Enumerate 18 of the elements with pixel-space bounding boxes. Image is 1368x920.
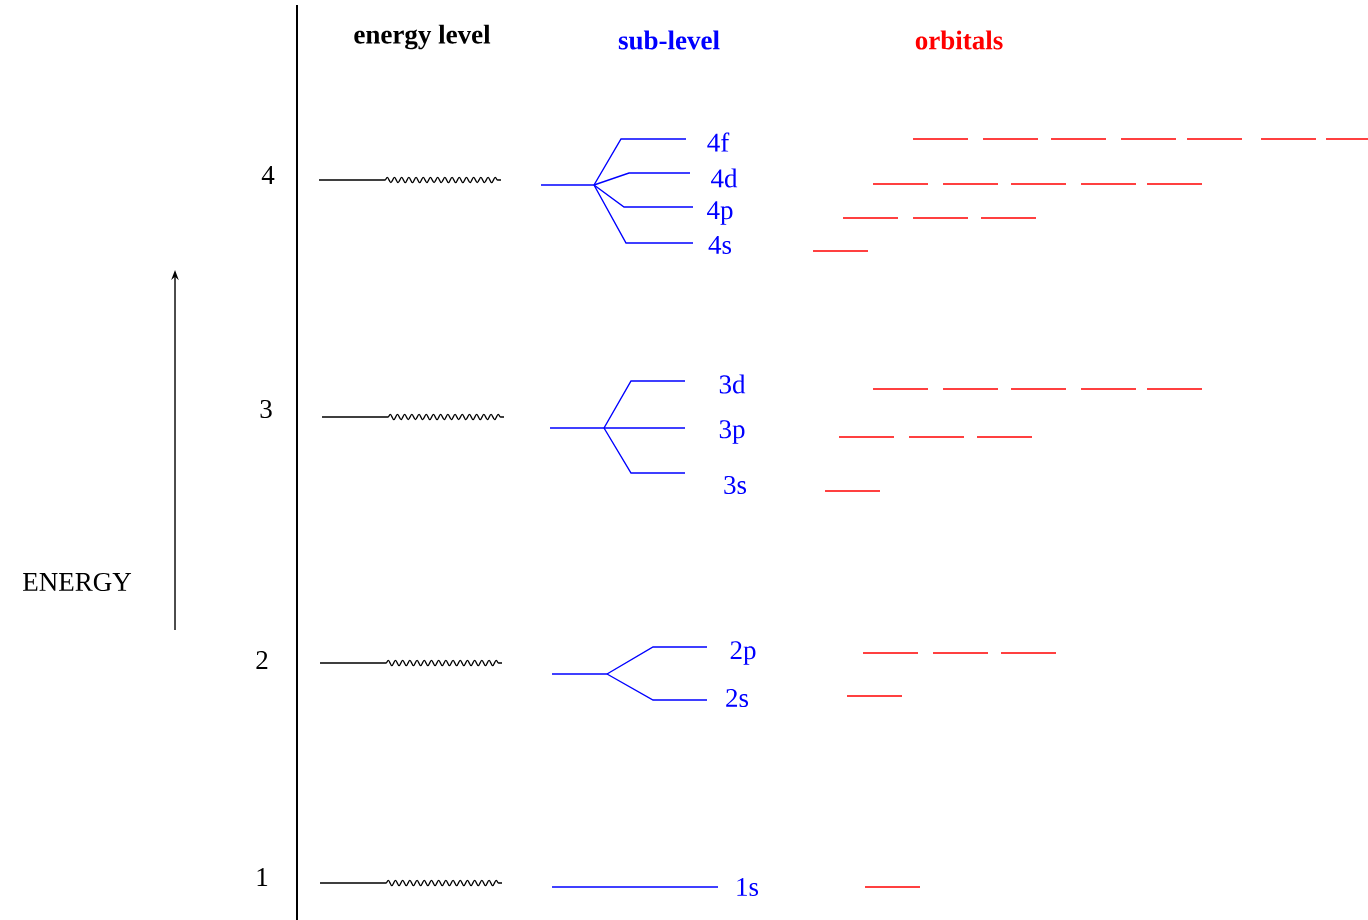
axis-label: ENERGY [23, 572, 132, 592]
sublevel-label: 4f [707, 132, 730, 152]
sublevel-label: 2p [730, 641, 756, 665]
sublevel-label: 3s [724, 475, 747, 495]
level-number: 4 [261, 166, 275, 184]
column-heading: energy level [354, 24, 491, 50]
sublevel-label: 3p [719, 420, 745, 444]
sublevel-label: 2s [726, 688, 749, 708]
column-heading: sub-level [618, 30, 720, 50]
sublevel-label: 1s [737, 878, 759, 897]
sublevel-label: 4p [707, 201, 733, 225]
level-number: 1 [257, 868, 268, 886]
level-number: 2 [256, 651, 268, 669]
level-number: 3 [260, 399, 272, 419]
sublevel-label: 4s [708, 235, 732, 254]
sublevel-label: 4d [711, 168, 738, 188]
column-heading: orbitals [915, 30, 1003, 50]
sublevel-label: 3d [719, 374, 746, 394]
